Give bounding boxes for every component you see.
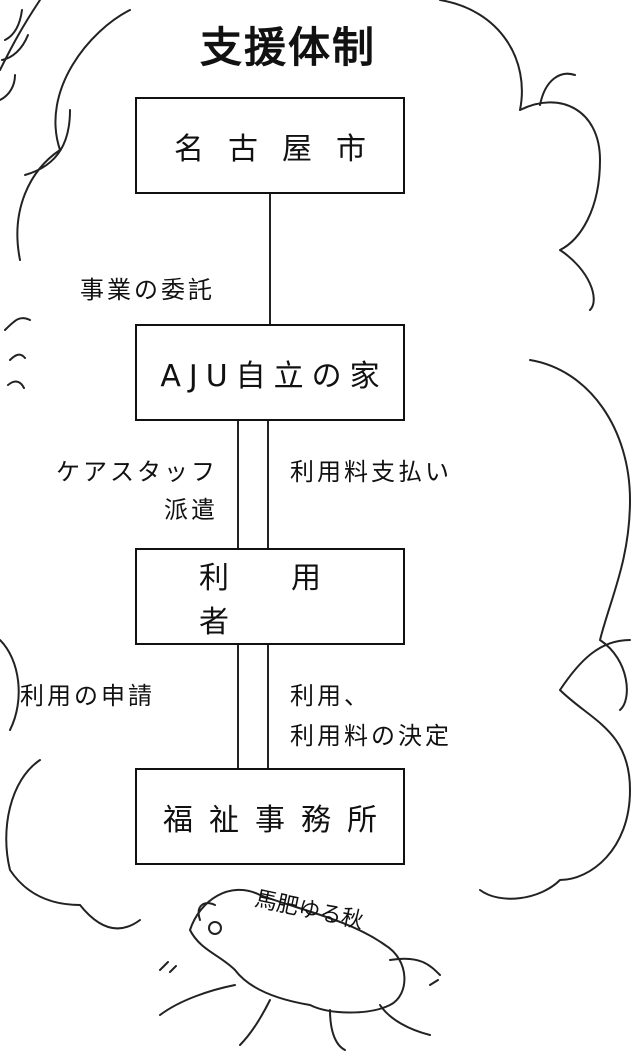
node-welfare-office: 福祉事務所 — [135, 768, 405, 865]
edge-label-commission: 事業の委託 — [80, 276, 215, 304]
node-user: 利用者 — [135, 548, 405, 645]
cloud-border-icon — [16, 0, 602, 311]
illustration-caption: 馬肥ゆる秋 — [253, 887, 366, 934]
node-label: 利用者 — [199, 560, 383, 640]
node-aju-home: AJU自立の家 — [135, 324, 405, 421]
edge-label-staff-dispatch-2: 派遣 — [164, 496, 218, 524]
edge-label-application: 利用の申請 — [20, 682, 155, 710]
wheat-icon — [0, 0, 41, 101]
edge-label-decision-1: 利用、 — [290, 682, 371, 710]
diagram-title: 支援体制 — [200, 23, 377, 72]
running-horse-icon — [159, 889, 441, 1051]
node-label: 福祉事務所 — [163, 802, 393, 838]
cloud-border-icon — [479, 359, 632, 900]
node-nagoya-city: 名古屋市 — [135, 97, 405, 194]
node-label: AJU自立の家 — [160, 358, 388, 394]
edge-label-staff-dispatch-1: ケアスタッフ — [56, 458, 218, 486]
cloud-border-icon — [0, 639, 141, 930]
edge-label-fee-payment: 利用料支払い — [290, 458, 452, 486]
edge-label-decision-2: 利用料の決定 — [290, 722, 452, 750]
node-label: 名古屋市 — [174, 131, 390, 167]
